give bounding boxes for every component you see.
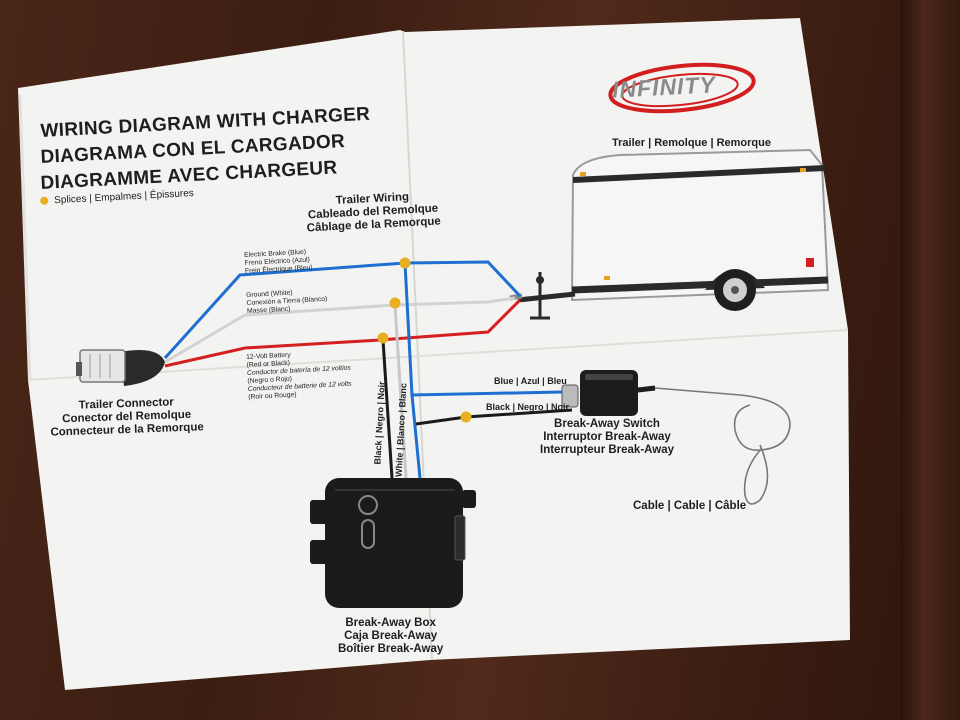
breakaway-switch-illustration <box>561 370 656 416</box>
trailer-connector-label: Trailer Connector Conector del Remolque … <box>50 396 204 439</box>
white-box-wire <box>393 304 408 479</box>
splice-switch <box>460 411 472 423</box>
breakaway-switch-label: Break-Away Switch Interruptor Break-Away… <box>540 418 674 456</box>
electric-brake-label: Electric Brake (Blue) Freno Eléctrico (A… <box>244 248 313 275</box>
black-switch-label: Black | Negro | Noir <box>486 402 570 412</box>
black-box-wire <box>381 339 394 479</box>
splice-brake <box>399 257 411 269</box>
blue-switch-label: Blue | Azul | Bleu <box>494 376 567 386</box>
trailer-label: Trailer | Remolque | Remorque <box>612 137 771 149</box>
ground-label: Ground (White) Conexión a Tierra (Blanco… <box>246 289 328 315</box>
trailer-connector-illustration <box>76 349 165 386</box>
breakaway-box-label: Break-Away Box Caja Break-Away Boîtier B… <box>338 617 444 655</box>
brand-logo <box>608 62 756 114</box>
cable-label: Cable | Cable | Câble <box>633 500 747 512</box>
breakaway-cable <box>654 387 791 505</box>
breakaway-box-illustration <box>310 478 476 608</box>
trailer-wiring-label: Trailer Wiring Cableado del Remolque Câb… <box>306 191 442 235</box>
paper-fold-horizontal <box>27 329 849 381</box>
splice-legend-dot <box>40 196 49 206</box>
splice-battery <box>377 332 389 344</box>
blue-box-wire <box>410 394 422 479</box>
splice-ground <box>389 297 401 309</box>
battery-label: 12-Volt Battery (Red or Black) Conductor… <box>246 351 352 401</box>
table-edge <box>900 0 960 720</box>
brand-wordmark: INFINITY <box>611 71 717 103</box>
trailer-illustration <box>509 148 830 320</box>
paper-fold-shadow <box>18 94 32 381</box>
